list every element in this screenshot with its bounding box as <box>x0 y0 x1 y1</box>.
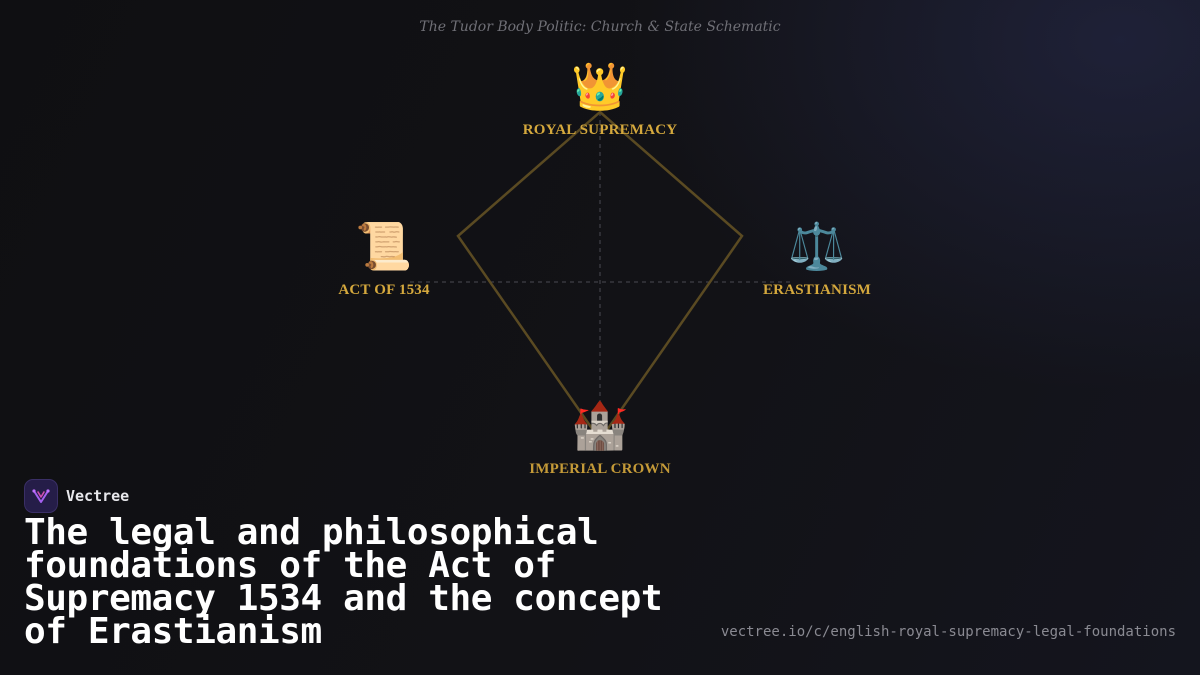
scroll-icon: 📜 <box>355 221 413 272</box>
source-url[interactable]: vectree.io/c/english-royal-supremacy-leg… <box>720 624 1176 640</box>
castle-icon: 🏰 <box>571 400 629 451</box>
node-royal-supremacy: 👑 ROYAL SUPREMACY <box>480 60 720 139</box>
vectree-logo-glyph <box>32 489 50 503</box>
brand[interactable]: Vectree <box>24 479 129 513</box>
crown-icon: 👑 <box>571 61 629 112</box>
node-label: ERASTIANISM <box>762 282 872 298</box>
page-title: The legal and philosophical foundations … <box>24 512 663 652</box>
vectree-logo-icon <box>24 479 58 513</box>
node-erastianism: ⚖️ ERASTIANISM <box>697 220 937 299</box>
diagram-edges <box>456 110 744 443</box>
diagram-subtitle: The Tudor Body Politic: Church & State S… <box>419 19 781 35</box>
node-label: ROYAL SUPREMACY <box>522 122 678 138</box>
balance-scale-icon: ⚖️ <box>788 221 846 272</box>
brand-name: Vectree <box>66 487 130 505</box>
node-label: ACT OF 1534 <box>338 282 430 298</box>
node-label: IMPERIAL CROWN <box>529 461 671 477</box>
node-imperial-crown: 🏰 IMPERIAL CROWN <box>480 399 720 478</box>
node-act-of-1534: 📜 ACT OF 1534 <box>264 220 504 299</box>
